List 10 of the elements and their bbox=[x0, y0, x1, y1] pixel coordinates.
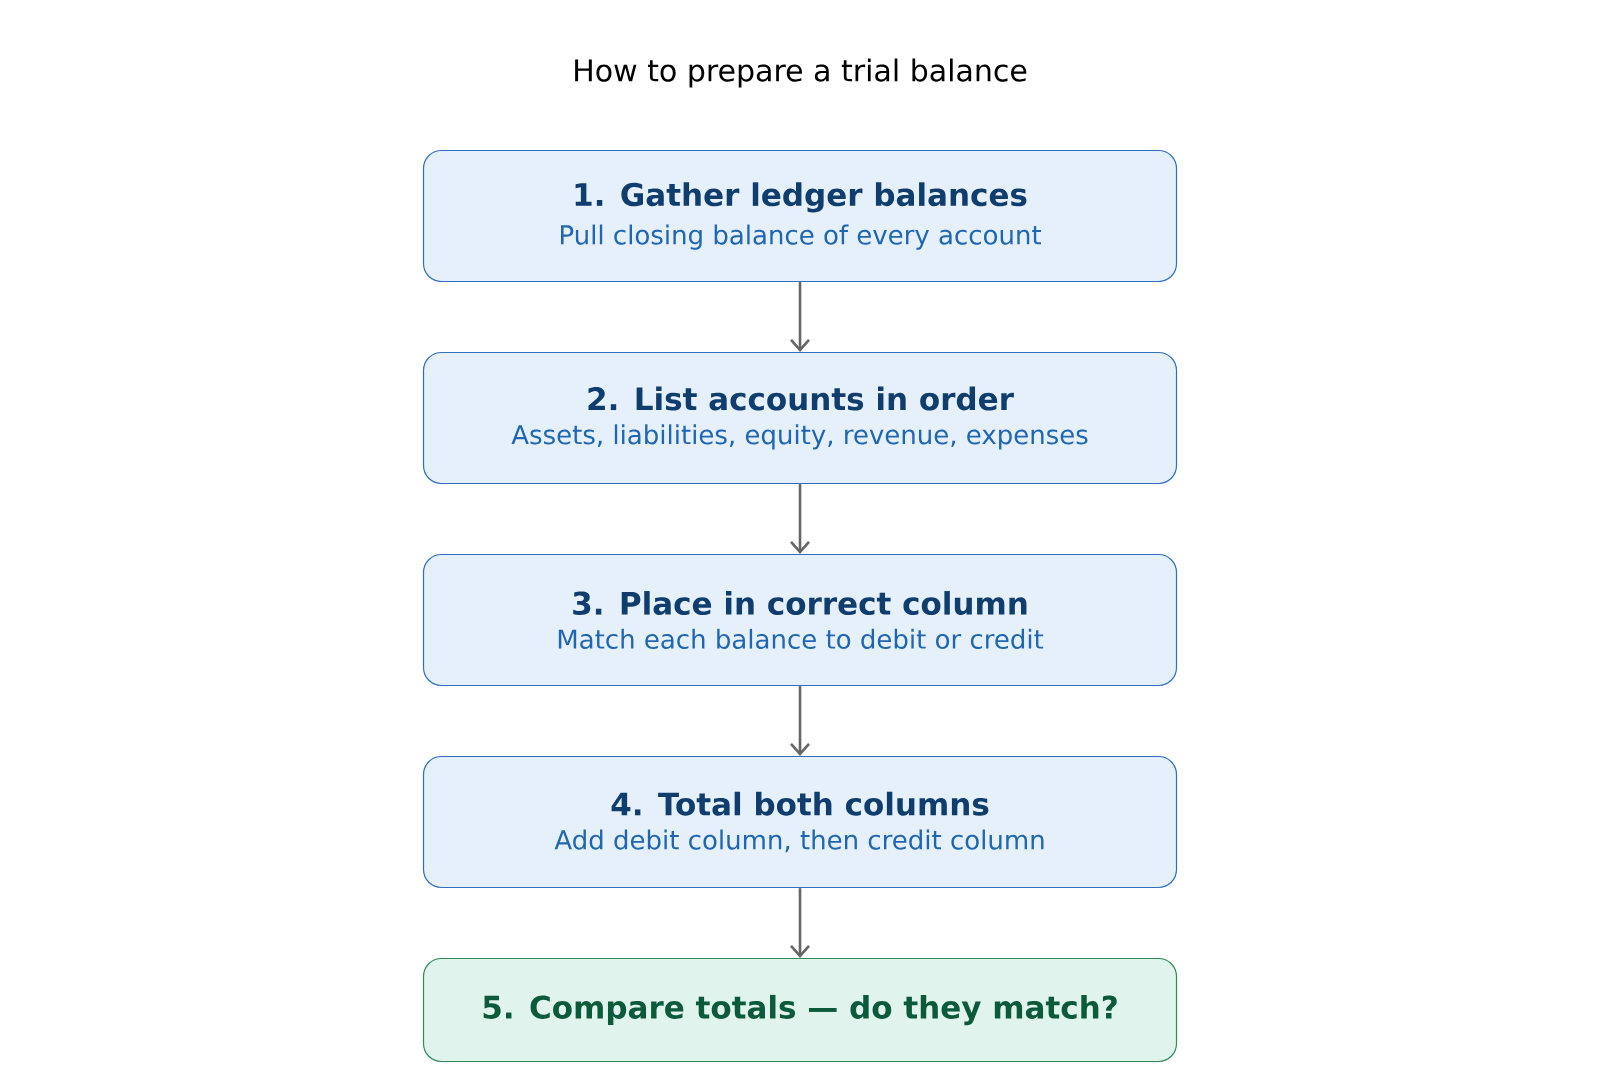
diagram-title: How to prepare a trial balance bbox=[575, 58, 1027, 88]
process-box: 5. Compare totals — do they match? bbox=[422, 957, 1178, 1063]
process-box: 2. List accounts in order Assets, liabilities, equity, revenue, expenses bbox=[422, 351, 1178, 485]
process-box: 1. Gather ledger balances Pull closing balance of every account bbox=[422, 149, 1178, 283]
arrow bbox=[790, 484, 810, 554]
arrow bbox=[790, 282, 810, 352]
arrow bbox=[790, 888, 810, 958]
arrow bbox=[790, 686, 810, 756]
process-box: 4. Total both columns Add debit column, then credit column bbox=[422, 755, 1178, 889]
process-box: 3. Place in correct column Match each balance to debit or credit bbox=[422, 553, 1178, 687]
